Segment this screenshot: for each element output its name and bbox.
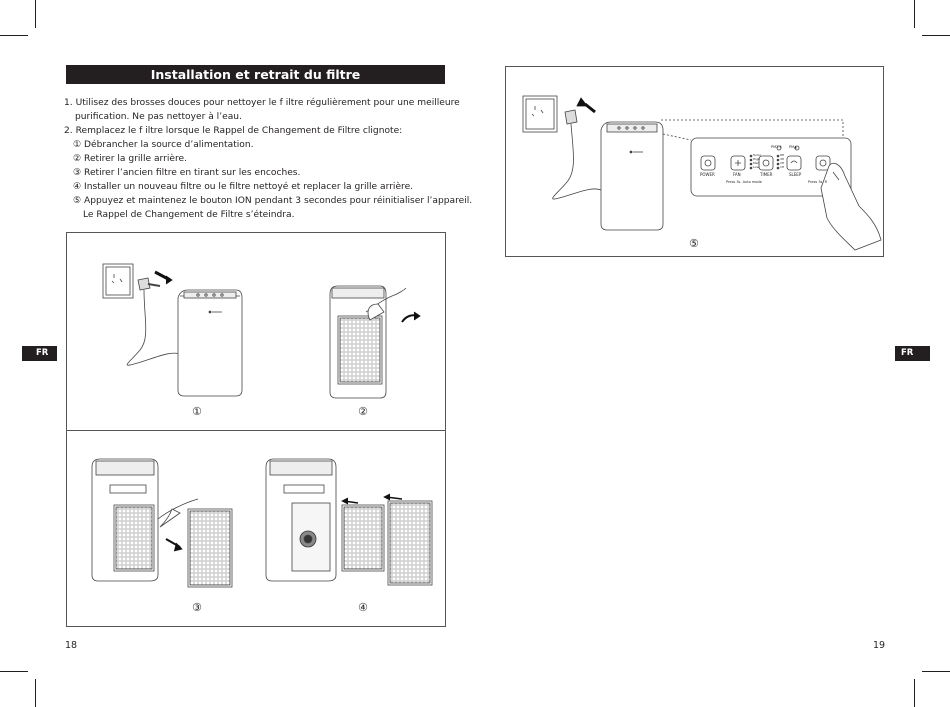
- crop-mark: [922, 35, 950, 36]
- control-label-power: POWER: [700, 172, 715, 177]
- timer-level: 1H: [780, 165, 785, 169]
- crop-mark: [914, 0, 915, 28]
- crop-mark: [922, 671, 950, 672]
- instruction-line: ④ Installer un nouveau filtre ou le filt…: [73, 182, 414, 192]
- control-note-reset: Press 3s. R: [808, 180, 828, 184]
- instruction-line: 2. Remplacez le f iltre lorsque le Rappe…: [64, 126, 403, 136]
- instruction-line: ① Débrancher la source d’alimentation.: [73, 140, 254, 150]
- timer-levels: 8H 4H 2H 1H: [780, 153, 784, 169]
- instructions: 1. Utilisez des brosses douces pour nett…: [64, 96, 473, 222]
- illustration-panel: [66, 232, 446, 627]
- step-number: ⑤: [689, 237, 699, 250]
- step3-illustration: [91, 458, 233, 588]
- fan-level: Med: [753, 161, 760, 165]
- step-number: ④: [358, 601, 368, 614]
- indicator-pm25: PM2.5: [771, 145, 782, 149]
- instruction-line: ③ Retirer l’ancien filtre en tirant sur …: [73, 168, 301, 178]
- crop-mark: [0, 671, 28, 672]
- crop-mark: [35, 0, 36, 28]
- instruction-line: 1. Utilisez des brosses douces pour nett…: [64, 98, 460, 108]
- fan-level: Turbo: [753, 153, 762, 157]
- step4-illustration: [265, 458, 433, 586]
- fan-level: High: [753, 157, 760, 161]
- step5-illustration: [522, 95, 882, 251]
- timer-level: 8H: [780, 153, 785, 157]
- section-title: Installation et retrait du filtre: [66, 65, 445, 84]
- crop-mark: [914, 679, 915, 707]
- instruction-line: ⑤ Appuyez et maintenez le bouton ION pen…: [73, 196, 473, 206]
- fan-levels: Turbo High Med Low: [753, 153, 761, 169]
- instruction-line: purification. Ne pas nettoyer à l’eau.: [75, 112, 242, 122]
- instruction-line: Le Rappel de Changement de Filtre s’étei…: [83, 210, 295, 220]
- control-label-sleep: SLEEP: [789, 172, 802, 177]
- control-label-timer: TIMER: [760, 172, 773, 177]
- indicator-pm: PM▲: [789, 145, 797, 149]
- illustration-panel-step5: [505, 66, 884, 257]
- instruction-line: ② Retirer la grille arrière.: [73, 154, 188, 164]
- page-number: 18: [65, 640, 78, 651]
- step-number: ③: [192, 601, 202, 614]
- language-tab: FR: [895, 346, 930, 361]
- step-number: ②: [358, 405, 368, 418]
- crop-mark: [35, 679, 36, 707]
- step2-illustration: [329, 285, 421, 399]
- fan-level: Low: [753, 165, 759, 169]
- control-label-fan: FAN: [733, 172, 741, 177]
- timer-level: 2H: [780, 161, 785, 165]
- timer-level: 4H: [780, 157, 785, 161]
- control-note-auto: Press 3s. Auto mode: [726, 180, 762, 184]
- page-number: 19: [873, 640, 886, 651]
- step1-illustration: [102, 263, 243, 397]
- language-tab: FR: [22, 346, 57, 361]
- crop-mark: [0, 35, 28, 36]
- step-number: ①: [192, 405, 202, 418]
